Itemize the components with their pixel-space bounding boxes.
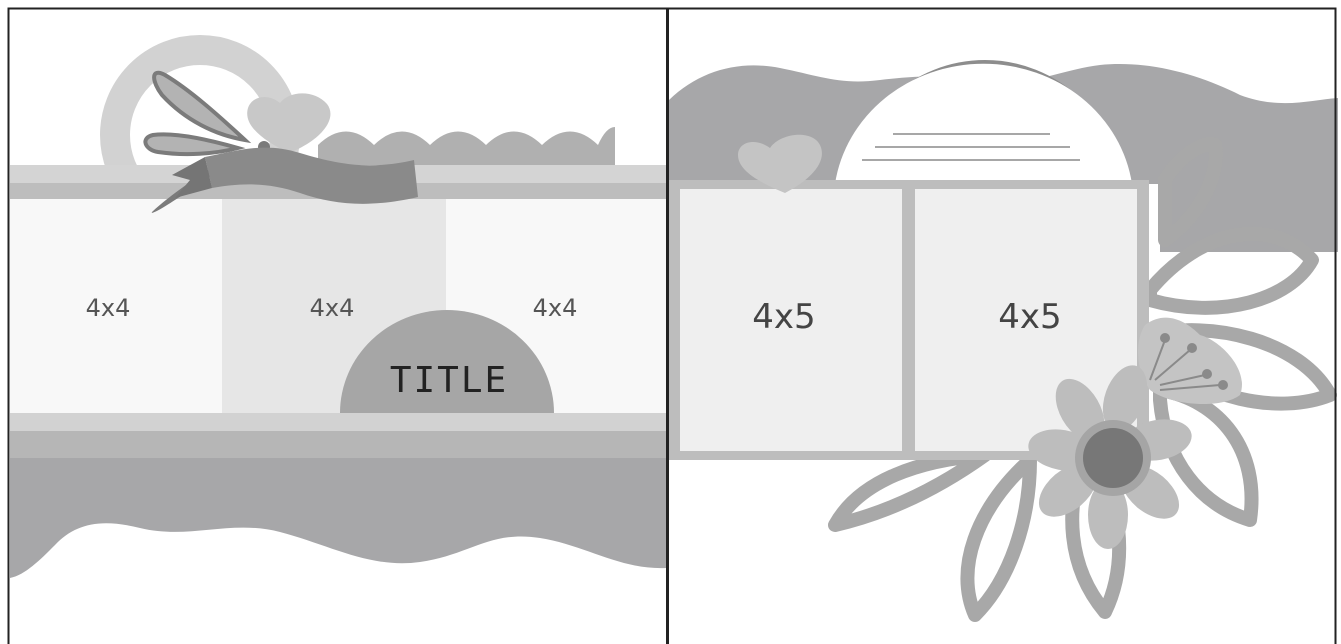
- flower-center: [1083, 428, 1143, 488]
- photo-label-4x5-1: 4x5: [752, 297, 815, 337]
- bottom-band-mid: [10, 431, 666, 458]
- title-label: TITLE: [390, 360, 508, 401]
- photo-label-3: 4x4: [533, 294, 578, 322]
- photo-label-1: 4x4: [86, 294, 131, 322]
- bottom-band-light: [10, 413, 666, 431]
- photo-label-2: 4x4: [310, 294, 355, 322]
- photo-label-4x5-2: 4x5: [998, 297, 1061, 337]
